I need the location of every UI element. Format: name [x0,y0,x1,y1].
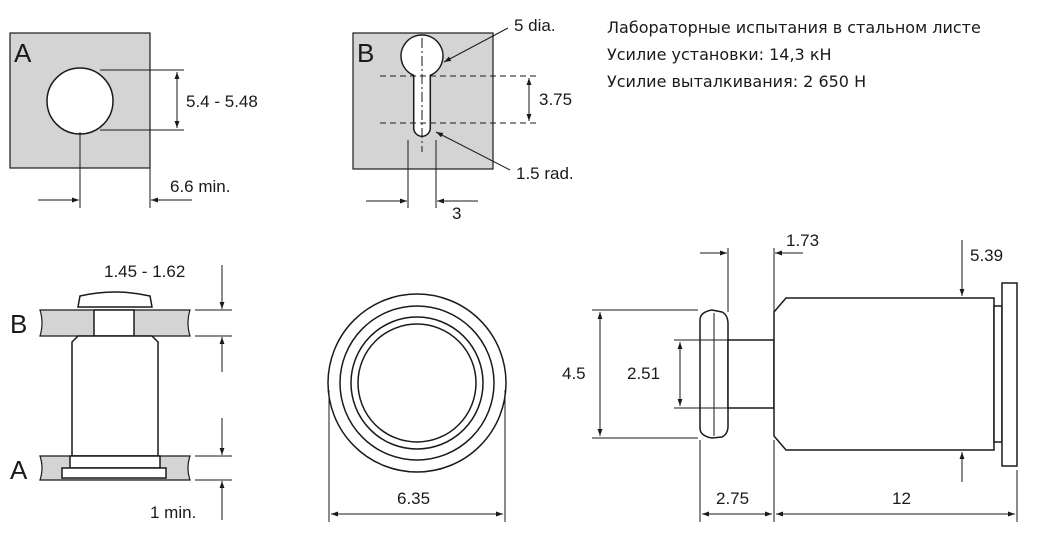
note-install-force: Усилие установки: 14,3 кН [607,45,832,64]
dim-profile-4-5: 4.5 [562,364,586,383]
note-pushout-force: Усилие выталкивания: 2 650 Н [607,72,867,91]
pin-neck [93,309,135,337]
dim-b-dia: 5 dia. [514,16,556,35]
end-inner-circle [357,323,477,443]
dim-profile-2-51: 2.51 [627,364,660,383]
dim-profile-1-73: 1.73 [786,231,819,250]
hole-b-view: B 3.75 5 dia. 1.5 rad. 3 [352,16,574,223]
profile-neck [727,339,775,409]
pin-head [77,291,153,308]
end-view: 6.35 [327,293,507,522]
side-label-b: B [10,309,27,339]
side-label-a: A [10,455,28,485]
dim-b-height: 3.75 [539,90,572,109]
hole-a-view: A 5.4 - 5.48 6.6 min. [9,32,258,208]
dim-side-top: 1.45 - 1.62 [104,262,185,281]
note-lab-test: Лабораторные испытания в стальном листе [607,18,981,37]
dim-a-edge: 6.6 min. [170,177,230,196]
hole-b-label: B [357,38,374,68]
dim-profile-2-75: 2.75 [716,489,749,508]
profile-view: 1.73 5.39 4.5 2.51 2.75 12 [562,231,1018,522]
pin-shank [69,455,161,469]
end-outer-circle [327,293,507,473]
hole-a-label: A [14,38,32,68]
profile-flange [1001,282,1018,467]
pin-body [71,335,159,457]
dim-profile-5-39: 5.39 [970,246,1003,265]
hole-a-circle [46,67,114,135]
dim-side-bottom: 1 min. [150,503,196,522]
profile-body [773,297,995,451]
dim-end-diameter: 6.35 [397,489,430,508]
dim-b-width: 3 [452,204,461,223]
dim-b-rad: 1.5 rad. [516,164,574,183]
dim-profile-12: 12 [892,489,911,508]
pin-flange [61,467,167,479]
side-view: B A 1.45 - 1.62 1 min. [10,262,232,522]
dim-a-diameter: 5.4 - 5.48 [186,92,258,111]
keyhole-slot [400,34,444,137]
